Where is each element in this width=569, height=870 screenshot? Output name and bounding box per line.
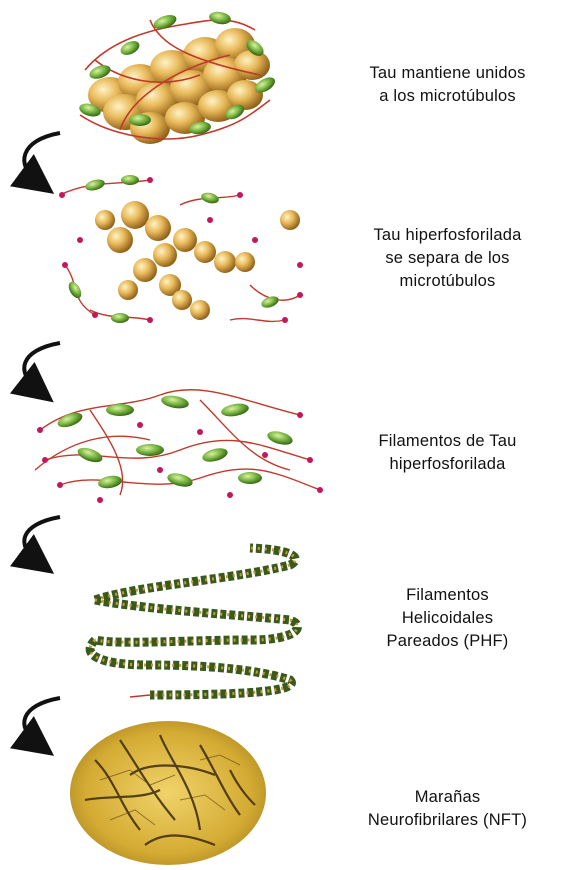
stage3-label-line2: hiperfosforilada bbox=[330, 453, 565, 476]
stage-arrows bbox=[24, 133, 60, 744]
arrow-2-icon bbox=[24, 343, 60, 390]
stage2-label-line1: Tau hiperfosforilada bbox=[330, 224, 565, 247]
stage3-label-line1: Filamentos de Tau bbox=[330, 430, 565, 453]
stage2-label-line2: se separa de los bbox=[330, 247, 565, 270]
stage2-label: Tau hiperfosforilada se separa de los mi… bbox=[330, 224, 565, 293]
stage5-neurofibrillary-tangles bbox=[70, 721, 266, 865]
stage4-label: Filamentos Helicoidales Pareados (PHF) bbox=[330, 584, 565, 653]
stage2-tau-detaching bbox=[59, 175, 303, 323]
stage1-microtubules-with-tau bbox=[78, 10, 278, 144]
stage1-label-line1: Tau mantiene unidos bbox=[330, 62, 565, 85]
stage4-label-line1: Filamentos bbox=[330, 584, 565, 607]
arrow-1-icon bbox=[24, 133, 60, 182]
stage5-label-line2: Neurofibrilares (NFT) bbox=[330, 809, 565, 832]
stage3-tau-filaments bbox=[35, 390, 323, 503]
arrow-4-icon bbox=[24, 698, 60, 744]
stage5-label: Marañas Neurofibrilares (NFT) bbox=[330, 786, 565, 832]
stage4-label-line2: Helicoidales bbox=[330, 607, 565, 630]
stage1-label: Tau mantiene unidos a los microtúbulos bbox=[330, 62, 565, 108]
stage4-label-line3: Pareados (PHF) bbox=[330, 630, 565, 653]
stage3-label: Filamentos de Tau hiperfosforilada bbox=[330, 430, 565, 476]
stage5-label-line1: Marañas bbox=[330, 786, 565, 809]
stage2-label-line3: microtúbulos bbox=[330, 270, 565, 293]
stage1-label-line2: a los microtúbulos bbox=[330, 85, 565, 108]
stage4-paired-helical-filaments bbox=[90, 548, 297, 697]
arrow-3-icon bbox=[24, 517, 60, 562]
